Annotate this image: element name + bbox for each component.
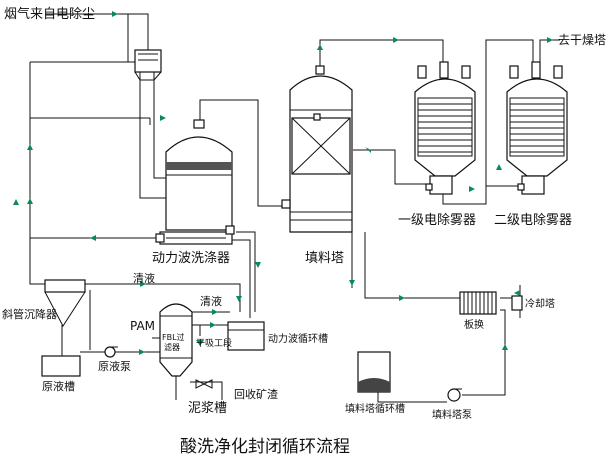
label-dynamic-circ-tank: 动力波循环槽 <box>268 332 328 345</box>
flow-arrows <box>13 11 553 355</box>
label-fbl-filter-2: 滤器 <box>164 342 180 352</box>
labels: 烟气来自电除尘 去干燥塔 动力波洗涤器 填料塔 一级电除雾器 二级电除雾器 清液… <box>2 6 606 457</box>
packed-pump <box>447 388 462 402</box>
label-flue-gas-in: 烟气来自电除尘 <box>4 6 95 22</box>
label-clear-liquid: 清液 <box>133 271 155 285</box>
label-raw-tank: 原液槽 <box>42 379 75 393</box>
packing-layer <box>166 162 232 170</box>
label-packed-tower: 填料塔 <box>305 251 344 266</box>
plate-heat-exchanger <box>459 291 497 315</box>
diagram-title: 酸洗净化封闭循环流程 <box>180 437 350 457</box>
flow-arrow <box>212 309 218 315</box>
inclined-settler <box>44 279 86 327</box>
flow-arrow <box>365 147 371 153</box>
flow-arrow <box>502 344 508 350</box>
packed-tower <box>281 65 353 233</box>
label-esp-stage-1: 一级电除雾器 <box>398 213 476 228</box>
label-esp-stage-2: 二级电除雾器 <box>494 213 572 228</box>
label-plate-hx: 板换 <box>464 318 484 331</box>
esp-stage-2 <box>506 61 568 195</box>
sludge-valve <box>195 379 213 389</box>
esp-stage-1 <box>414 61 476 195</box>
flow-arrow <box>236 296 242 302</box>
flow-arrow <box>27 144 33 150</box>
packed-circ-tank <box>357 351 391 393</box>
label-dry-section: 干吸工段 <box>196 337 232 349</box>
flow-arrow <box>317 44 323 50</box>
label-raw-pump: 原液泵 <box>98 359 131 373</box>
flow-arrow <box>139 349 145 355</box>
cooling-tower-symbol <box>511 295 523 311</box>
label-to-drying-tower: 去干燥塔 <box>558 33 606 47</box>
label-fbl-filter-1: FBL过 <box>162 332 185 342</box>
fbl-filter <box>159 303 193 377</box>
flow-arrow <box>255 262 261 268</box>
flow-arrow <box>393 37 399 43</box>
flow-arrow <box>399 295 405 301</box>
flow-arrow <box>547 37 553 43</box>
label-recover-slag: 回收矿渣 <box>234 387 278 401</box>
raw-tank <box>41 355 81 377</box>
dynamic-wave-scrubber <box>155 119 235 245</box>
flow-arrow <box>140 281 146 287</box>
label-packed-circ-tank: 填料塔循环槽 <box>345 402 405 415</box>
raw-pump <box>104 346 118 358</box>
label-clear-liquid-2: 清液 <box>200 294 222 308</box>
label-inclined-settler: 斜管沉降器 <box>2 307 57 321</box>
label-sludge-tank: 泥浆槽 <box>188 401 227 416</box>
label-packed-pump: 填料塔泵 <box>432 408 472 421</box>
flow-arrow <box>196 340 204 346</box>
flow-arrow <box>469 186 475 192</box>
flow-arrow <box>13 199 19 205</box>
flow-arrow <box>112 11 118 17</box>
flow-arrow <box>27 198 33 204</box>
inlet-quench-box <box>134 49 162 81</box>
flow-arrow <box>349 280 355 286</box>
flow-arrow <box>210 322 216 328</box>
flow-arrow <box>496 164 502 170</box>
pipes <box>29 13 560 403</box>
flow-arrow <box>160 115 166 121</box>
label-dynamic-scrubber: 动力波洗涤器 <box>152 251 230 266</box>
dynamic-circ-tank <box>227 321 265 351</box>
label-pam: PAM <box>130 319 155 333</box>
label-cooling-tower: 冷却塔 <box>525 297 555 310</box>
flow-arrow <box>514 290 520 296</box>
flow-arrow <box>90 235 96 241</box>
